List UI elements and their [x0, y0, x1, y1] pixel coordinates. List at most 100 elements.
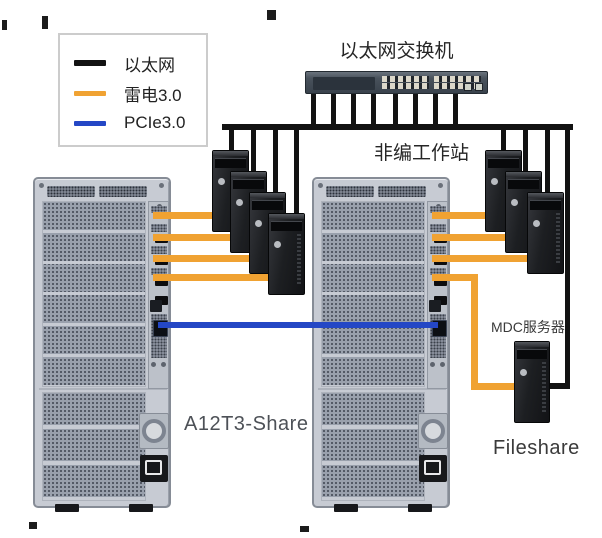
- drive-bay-mesh: [42, 201, 146, 387]
- thunderbolt-cable: [153, 212, 222, 219]
- drive-slot: [488, 158, 519, 168]
- tower-top: [231, 172, 266, 177]
- screw-icon: [430, 362, 435, 367]
- ethernet-cable: [501, 128, 506, 156]
- top-vent: [326, 186, 374, 197]
- ethernet-cable-to-mdc: [546, 383, 570, 389]
- tower-top: [486, 151, 521, 156]
- ethernet-cable: [523, 128, 528, 177]
- thunderbolt-cable: [432, 212, 495, 219]
- chassis-seam: [39, 388, 167, 390]
- legend-item-thunderbolt: 雷电3.0: [74, 78, 206, 108]
- rj45-port-row: [382, 83, 429, 89]
- thunderbolt-cable: [432, 234, 515, 241]
- side-vent: [542, 362, 546, 412]
- mdc-server-tower: [514, 341, 550, 423]
- tower-top: [213, 151, 248, 156]
- switch-port-block-2: [434, 76, 481, 91]
- fileshare-label: Fileshare: [493, 437, 580, 459]
- logo-badge-icon: [274, 241, 281, 248]
- chassis-foot: [408, 504, 432, 512]
- side-vent: [556, 213, 560, 263]
- screw-icon: [318, 183, 323, 188]
- panel-mesh: [430, 268, 446, 275]
- cooling-fan: [418, 413, 448, 449]
- chassis-foot: [55, 504, 79, 512]
- ethernet-bus-cable: [222, 124, 573, 130]
- logo-badge-icon: [520, 369, 527, 376]
- panel-mesh: [151, 224, 167, 232]
- ethernet-cable: [294, 128, 299, 219]
- chassis-foot: [334, 504, 358, 512]
- tower-top: [528, 193, 563, 198]
- print-artifact: [42, 16, 48, 29]
- switch-port-block-1: [382, 76, 429, 91]
- tower-top: [506, 172, 541, 177]
- print-artifact: [300, 526, 309, 532]
- tower-top: [515, 342, 549, 347]
- switch-front-inset: [313, 77, 375, 90]
- ethernet-cable: [251, 128, 256, 177]
- power-inlet-outline: [145, 460, 162, 475]
- rj45-port-row: [382, 76, 429, 82]
- ethernet-cable: [311, 93, 316, 126]
- panel-mesh: [430, 246, 446, 254]
- ethernet-cable: [545, 128, 550, 198]
- drive-bay-mesh: [42, 392, 146, 501]
- top-vent: [378, 186, 426, 197]
- ethernet-cable: [393, 93, 398, 126]
- screw-icon: [159, 183, 164, 188]
- storage-server-right: [312, 177, 450, 512]
- fan-circle: [142, 419, 166, 443]
- ethernet-cable: [433, 93, 438, 126]
- power-inlet: [140, 455, 168, 482]
- thunderbolt-cable-to-mdc: [471, 274, 478, 390]
- workstations-label: 非编工作站: [374, 143, 470, 164]
- panel-mesh: [151, 206, 167, 213]
- screw-icon: [438, 183, 443, 188]
- drive-bay-mesh: [321, 392, 425, 501]
- ethernet-cable: [273, 128, 278, 198]
- chassis-foot: [129, 504, 153, 512]
- drive-bay-mesh: [321, 201, 425, 387]
- print-artifact: [29, 522, 37, 529]
- top-vent: [99, 186, 147, 197]
- ethernet-cable: [453, 93, 458, 126]
- mdc-server-label: MDC服务器: [491, 319, 565, 335]
- storage-server-left: [33, 177, 171, 512]
- screw-icon: [39, 183, 44, 188]
- logo-badge-icon: [218, 178, 225, 185]
- legend-item-ethernet: 以太网: [74, 48, 206, 78]
- tower-top: [269, 214, 304, 219]
- thunderbolt-cable: [153, 255, 259, 262]
- ethernet-jack: [150, 300, 162, 312]
- drive-slot: [233, 179, 264, 189]
- chassis-seam: [318, 388, 446, 390]
- drive-slot: [508, 179, 539, 189]
- rj45-port-row: [434, 76, 481, 82]
- legend-item-label: 雷电3.0: [124, 85, 182, 105]
- drive-slot: [517, 349, 547, 359]
- io-panel: [148, 201, 169, 389]
- legend-item-pcie: PCIe3.0: [74, 108, 206, 138]
- screw-icon: [151, 362, 156, 367]
- thunderbolt-port: [155, 277, 168, 286]
- workstation-tower: [527, 192, 564, 274]
- thunderbolt-cable: [153, 274, 278, 281]
- drive-slot: [252, 200, 283, 210]
- storage-server-label: A12T3-Share: [184, 413, 309, 435]
- cooling-fan: [139, 413, 169, 449]
- thunderbolt-cable-to-mdc: [432, 274, 478, 281]
- ethernet-cable-to-mdc: [565, 128, 570, 389]
- screw-icon: [440, 362, 445, 367]
- logo-badge-icon: [491, 178, 498, 185]
- ethernet-cable: [331, 93, 336, 126]
- print-artifact: [2, 20, 7, 30]
- thunderbolt-cable-to-mdc: [471, 383, 524, 390]
- logo-badge-icon: [236, 199, 243, 206]
- thunderbolt-cable: [153, 234, 240, 241]
- ethernet-cable: [413, 93, 418, 126]
- drive-slot: [271, 221, 302, 231]
- screw-icon: [161, 362, 166, 367]
